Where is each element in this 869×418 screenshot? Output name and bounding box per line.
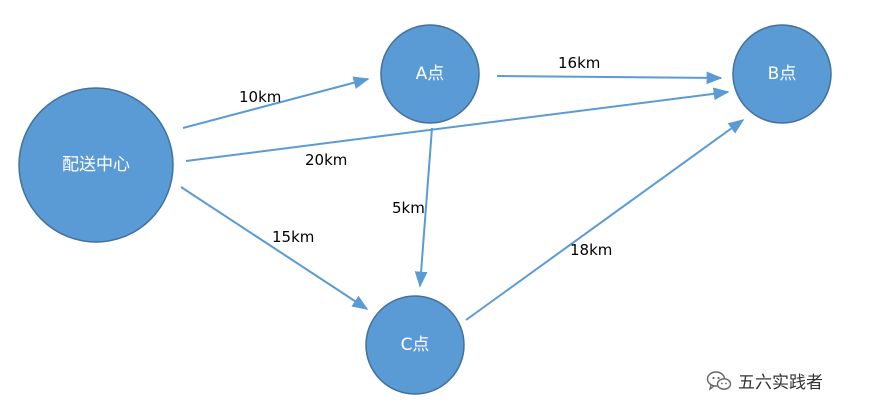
watermark-text: 五六实践者 [738,373,823,393]
node-label-hub: 配送中心 [62,155,130,175]
node-label-a: A点 [416,64,445,84]
edge-label-hub-a: 10km [239,88,281,106]
edge-label-c-b: 18km [570,241,612,259]
edge-c-to-b [465,119,745,321]
node-c[interactable]: C点 [365,295,465,395]
wechat-icon [706,370,732,391]
edge-a-to-b [496,71,723,85]
edge-hub-to-a [182,76,370,129]
node-a[interactable]: A点 [380,24,480,124]
edge-hub-to-c [180,186,369,310]
node-label-c: C点 [401,335,430,355]
edge-label-a-c: 5km [392,199,425,217]
edge-a-to-c [414,127,433,288]
watermark: 五六实践者 [706,368,823,393]
edge-label-hub-b: 20km [305,151,347,169]
edge-label-a-b: 16km [558,54,600,72]
edge-label-hub-c: 15km [272,228,314,246]
edge-hub-to-b [185,87,730,162]
node-label-b: B点 [768,64,797,84]
node-distribution-center[interactable]: 配送中心 [18,87,174,243]
node-b[interactable]: B点 [732,24,832,124]
